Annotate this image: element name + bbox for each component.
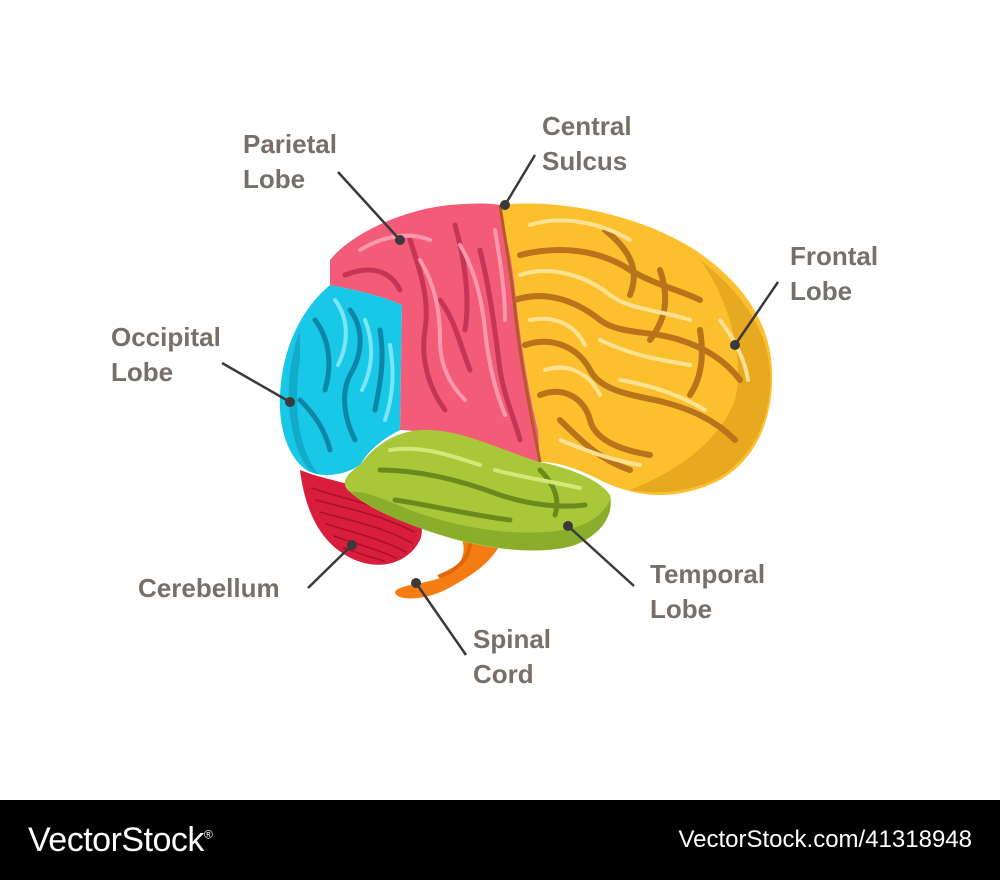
leader-spinal-cord (411, 578, 468, 656)
leader-frontal (730, 281, 780, 350)
label-frontal-lobe: Frontal Lobe (790, 241, 885, 306)
label-occipital-lobe: Occipital Lobe (111, 322, 228, 387)
asset-id-text: VectorStock.com/41318948 (678, 826, 972, 853)
brand-suffix: Stock (121, 820, 204, 859)
label-temporal-lobe: Temporal Lobe (650, 559, 772, 624)
label-spinal-cord: Spinal Cord (473, 624, 558, 689)
parietal-lobe-region (330, 203, 540, 462)
leader-occipital (221, 361, 295, 407)
leader-parietal (337, 171, 405, 245)
temporal-lobe-region (344, 429, 611, 551)
label-cerebellum: Cerebellum (138, 573, 280, 603)
brand-mark: ® (203, 827, 213, 842)
frontal-lobe-region (500, 203, 773, 495)
label-central-sulcus: Central Sulcus (542, 111, 639, 176)
central-sulcus-line (498, 204, 542, 463)
leader-central-sulcus (500, 154, 537, 210)
vectorstock-logo: VectorStock® (28, 820, 213, 860)
occipital-lobe-region (279, 285, 402, 476)
brain-diagram: Parietal Lobe Central Sulcus Frontal Lob… (111, 111, 885, 689)
watermark-footer: VectorStock® VectorStock.com/41318948 (0, 800, 1000, 880)
leader-temporal (563, 521, 635, 587)
leader-cerebellum (307, 540, 357, 589)
brand-prefix: Vector (28, 820, 122, 859)
cerebellum-region (300, 470, 422, 565)
label-parietal-lobe: Parietal Lobe (243, 129, 344, 194)
leader-lines (221, 154, 780, 656)
